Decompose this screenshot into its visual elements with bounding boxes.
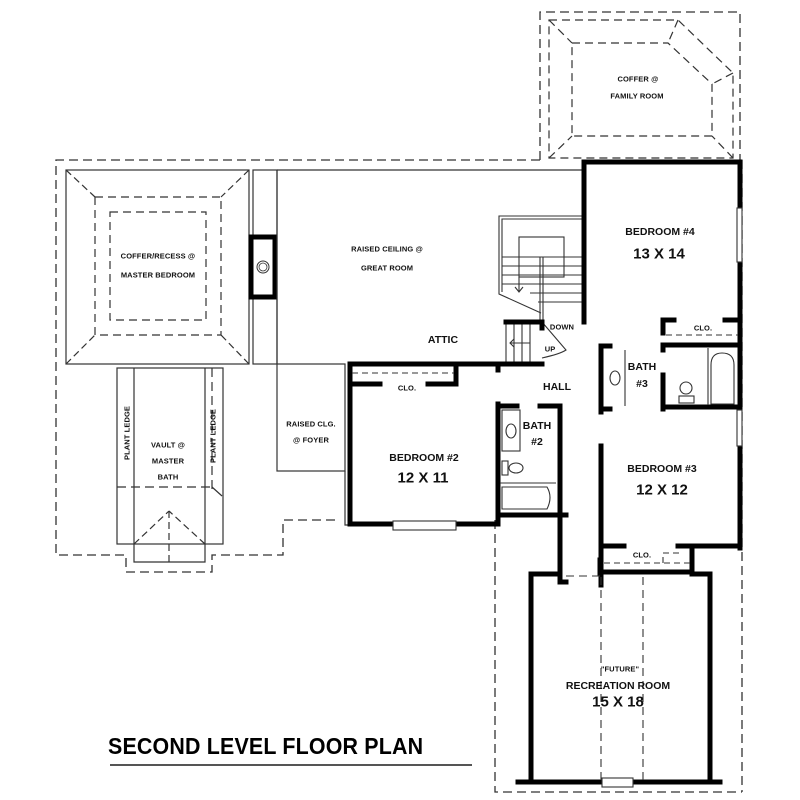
bath-3-label-line2: #3: [636, 377, 648, 390]
bedroom-3-name: BEDROOM #3: [627, 462, 697, 475]
master-bath-label-line3: BATH: [157, 472, 179, 482]
plant-ledge-right-label: PLANT LEDGE: [208, 408, 218, 464]
master-bath-label-line2: MASTER: [151, 456, 185, 466]
foyer-label-line2: @ FOYER: [293, 435, 329, 445]
bedroom-3-size: 12 X 12: [636, 481, 688, 499]
great-room-label-line2: GREAT ROOM: [360, 263, 414, 273]
master-bedroom-label-line2: MASTER BEDROOM: [120, 270, 196, 280]
plan-title: SECOND LEVEL FLOOR PLAN: [108, 733, 424, 759]
walls: [347, 159, 743, 785]
bath-2-label-line2: #2: [531, 435, 543, 448]
stairs-down-label: DOWN: [549, 322, 575, 332]
bedroom-4-name: BEDROOM #4: [625, 225, 695, 238]
bedroom-2-size: 12 X 11: [397, 469, 449, 487]
recreation-room-size: 15 X 18: [592, 693, 644, 711]
bedroom-3-closet-label: CLO.: [632, 550, 652, 560]
attic-label: ATTIC: [427, 333, 459, 346]
master-bath-vault: [116, 367, 224, 563]
master-bath-label-line1: VAULT @: [151, 440, 185, 450]
family-room-label-line2: FAMILY ROOM: [610, 91, 664, 101]
bedroom-2-closet-label: CLO.: [397, 383, 417, 393]
family-room-coffer: [548, 19, 734, 159]
fixtures: [352, 207, 743, 788]
plant-ledge-left-label: PLANT LEDGE: [122, 405, 132, 461]
bedroom-4-size: 13 X 14: [633, 245, 685, 263]
foyer-label-line1: RAISED CLG.: [286, 419, 336, 429]
title-underline: [110, 764, 472, 766]
bath-2-label-line1: BATH: [522, 419, 552, 432]
bedroom-2-name: BEDROOM #2: [389, 451, 459, 464]
bedroom-4-closet-label: CLO.: [693, 323, 713, 333]
stairs-up-label: UP: [544, 344, 556, 354]
bath-3-label-line1: BATH: [627, 360, 657, 373]
roof-outline: [55, 11, 743, 793]
hall-label: HALL: [543, 380, 571, 393]
staircase: [498, 215, 584, 364]
fireplace-chase: [248, 169, 278, 365]
great-room-label-line1: RAISED CEILING @: [351, 244, 423, 254]
great-room-outline: [276, 169, 584, 526]
recreation-room-name: RECREATION ROOM: [565, 679, 671, 692]
master-bedroom-coffer: [65, 169, 250, 365]
family-room-label-line1: COFFER @: [617, 74, 659, 84]
master-bedroom-label-line1: COFFER/RECESS @: [120, 251, 196, 261]
recreation-room-note: "FUTURE": [600, 664, 640, 674]
